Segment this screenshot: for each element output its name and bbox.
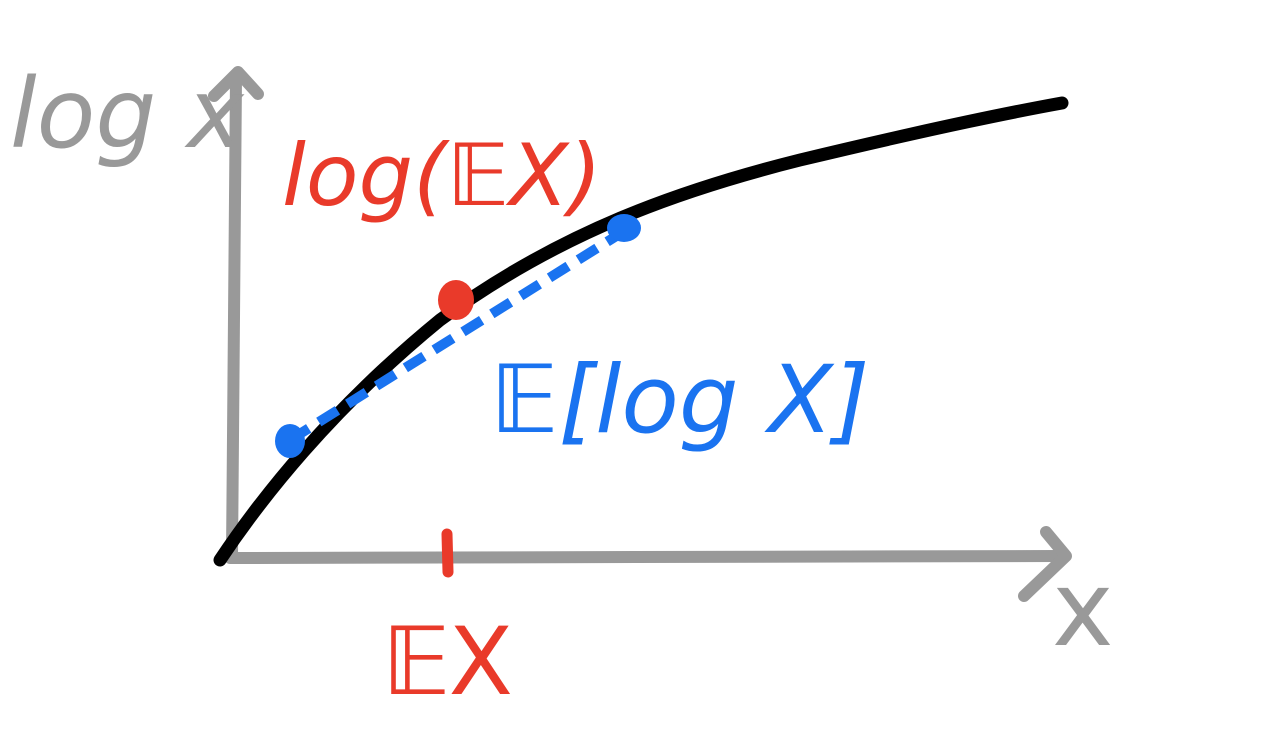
- mean-tick-label: 𝔼X: [382, 608, 513, 717]
- sample-point-right: [607, 214, 641, 242]
- x-axis-arrowhead: [1018, 526, 1072, 602]
- sample-point-left: [275, 424, 305, 458]
- mean-tick: [441, 528, 454, 578]
- log-of-mean-label: log(𝔼X): [282, 126, 602, 226]
- log-curve: [213, 96, 1069, 567]
- log-of-mean-point: [438, 280, 474, 320]
- y-axis-arrowhead: [208, 66, 264, 102]
- y-axis: [226, 72, 242, 562]
- y-axis-label: log x: [10, 58, 244, 170]
- mean-of-log-label: 𝔼[log X]: [490, 346, 870, 455]
- x-axis-label: x: [1052, 548, 1116, 670]
- x-axis: [224, 550, 1070, 564]
